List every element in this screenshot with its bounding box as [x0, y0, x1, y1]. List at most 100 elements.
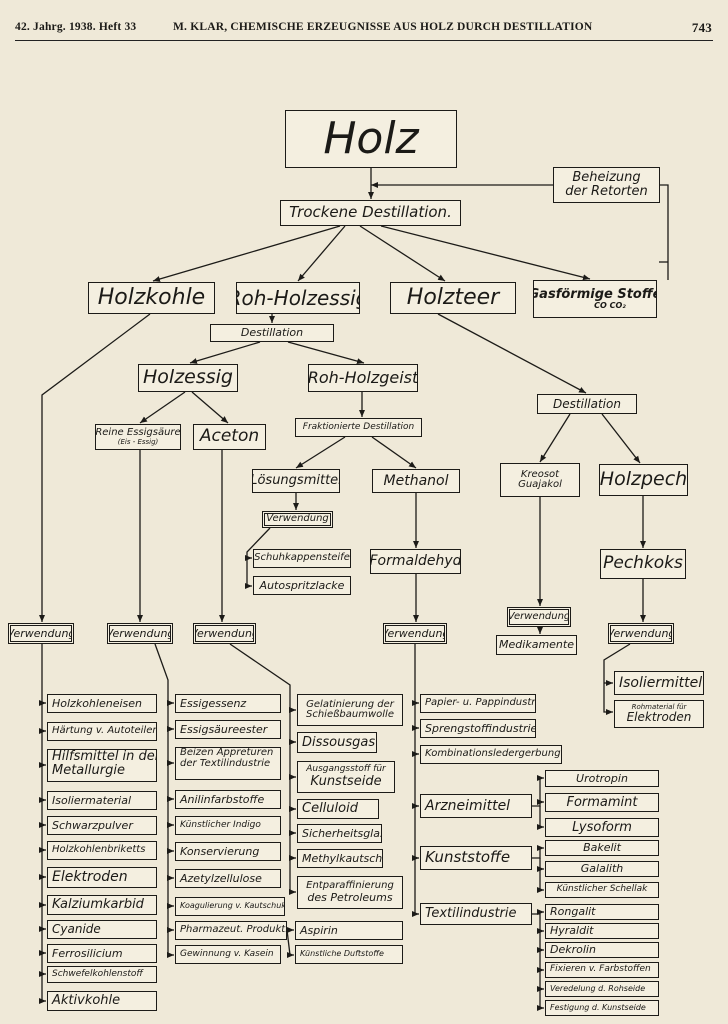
fraktionierte-destillation-box: Fraktionierte Destillation	[295, 418, 422, 437]
verwendung-essigsaeure-box: Verwendung	[107, 623, 173, 644]
holz-box: Holz	[285, 110, 457, 168]
connector-arrow	[359, 225, 446, 282]
textil-sub-item: Festigung d. Kunstseide	[545, 1000, 659, 1016]
essig-use-item: Anilinfarbstoffe	[175, 790, 281, 809]
holzkohle-use-item: Kalziumkarbid	[47, 895, 157, 915]
verwendung-kreosot-box: Verwendung	[507, 607, 571, 627]
aceton-use-item: Celluloid	[297, 799, 379, 819]
pechkoks-box: Pechkoks	[600, 549, 686, 579]
formaldehyd-use-item: Textilindustrie	[420, 903, 532, 925]
loesungsmittel-box: Lösungsmittel	[252, 469, 340, 493]
connector-arrow	[437, 313, 587, 394]
aceton-box: Aceton	[193, 424, 266, 450]
textil-sub-item: Fixieren v. Farbstoffen	[545, 962, 659, 978]
page-header: 42. Jahrg. 1938. Heft 33 M. KLAR, CHEMIS…	[0, 0, 728, 42]
connector-arrow	[537, 858, 544, 893]
kunststoffe-sub-item: Galalith	[545, 861, 659, 877]
connector-arrow	[189, 341, 261, 364]
arzneimittel-sub-item: Lysoform	[545, 818, 659, 837]
aceton-use-item: Dissousgas	[297, 732, 377, 753]
roh-holzgeist-box: Roh-Holzgeist	[308, 364, 418, 392]
holzteer-box: Holzteer	[390, 282, 516, 314]
connector-arrow	[537, 806, 544, 830]
essig-use-item: Konservierung	[175, 842, 281, 861]
duftstoffe-box: Künstliche Duftstoffe	[295, 945, 403, 964]
formaldehyd-use-item: Kunststoffe	[420, 846, 532, 870]
holzkohle-use-item: Elektroden	[47, 867, 157, 888]
verwendung-holzkohle-box: Verwendung	[8, 623, 74, 644]
aceton-use-item: Methylkautschuk	[297, 849, 383, 868]
essig-use-item: Gewinnung v. Kasein	[175, 945, 281, 964]
header-rule	[15, 40, 713, 41]
verwendung-pechkoks-box: Verwendung	[608, 623, 674, 644]
verwendung-aceton-box: Verwendung	[193, 623, 256, 644]
reine-essigsaeure-box: Reine Essigsäure(Eis - Essig)	[95, 424, 181, 450]
holzkohle-use-item: Aktivkohle	[47, 991, 157, 1011]
formaldehyd-use-item: Papier- u. Pappindustrie	[420, 694, 536, 713]
autospritzlacke-box: Autospritzlacke	[253, 576, 351, 595]
medikamente-box: Medikamente	[496, 635, 577, 655]
holzkohle-use-item: Härtung v. Autoteilen	[47, 722, 157, 741]
running-title: M. KLAR, CHEMISCHE ERZEUGNISSE AUS HOLZ …	[173, 21, 593, 33]
destillation-box-2: Destillation	[537, 394, 637, 414]
arzneimittel-sub-item: Formamint	[545, 793, 659, 812]
kunststoffe-sub-item: Künstlicher Schellak	[545, 882, 659, 898]
connector-arrow	[295, 436, 346, 469]
connector-arrow	[601, 413, 641, 464]
holzkohle-use-item: Holzkohleneisen	[47, 694, 157, 713]
textil-sub-item: Rongalit	[545, 904, 659, 920]
formaldehyd-box: Formaldehyd	[370, 549, 461, 574]
trockene-destillation-box: Trockene Destillation.	[280, 200, 461, 226]
connector-arrow	[532, 775, 544, 807]
destillation-box-1: Destillation	[210, 324, 334, 342]
holzpech-box: Holzpech	[599, 464, 688, 496]
aspirin-box: Aspirin	[295, 921, 403, 940]
connector-arrow	[152, 225, 341, 282]
formaldehyd-use-item: Kombinationsledergerbung	[420, 745, 562, 764]
holzkohle-use-item: Cyanide	[47, 920, 157, 939]
roh-holzessig-box: Roh-Holzessig	[236, 282, 360, 314]
connector-line	[659, 184, 669, 280]
connector-arrow	[139, 391, 186, 424]
essig-use-item: Koagulierung v. Kautschuk	[175, 897, 285, 916]
kunststoffe-sub-item: Bakelit	[545, 840, 659, 856]
essig-use-item: Essigsäureester	[175, 720, 281, 739]
isoliermittel-box: Isoliermittel	[614, 671, 704, 695]
connector-line	[229, 643, 291, 892]
schuhkappensteife-box: Schuhkappensteife	[253, 549, 351, 568]
essig-use-item: Pharmazeut. Produkt.	[175, 921, 287, 940]
essig-use-item: Essigessenz	[175, 694, 281, 713]
connector-arrow	[286, 929, 294, 958]
holzessig-box: Holzessig	[138, 364, 238, 392]
formaldehyd-use-item: Arzneimittel	[420, 794, 532, 818]
connector-line	[154, 643, 169, 955]
holzkohle-use-item: Isoliermaterial	[47, 791, 157, 810]
connector-arrow	[39, 313, 151, 622]
formaldehyd-use-item: Sprengstoffindustrie	[420, 719, 536, 738]
textil-sub-item: Veredelung d. Rohseide	[545, 981, 659, 997]
connector-arrow	[380, 225, 591, 281]
holzkohle-box: Holzkohle	[88, 282, 215, 314]
holzkohle-use-item: Schwefelkohlenstoff	[47, 966, 157, 983]
essig-use-item: Künstlicher Indigo	[175, 816, 281, 835]
holzkohle-use-item: Holzkohlenbriketts	[47, 841, 157, 860]
methanol-box: Methanol	[372, 469, 460, 493]
verwendung-loesungsmittel-box: Verwendung	[262, 511, 333, 528]
journal-issue: 42. Jahrg. 1938. Heft 33	[15, 21, 137, 33]
arzneimittel-sub-item: Urotropin	[545, 770, 659, 787]
essig-use-item: Azetylzellulose	[175, 869, 281, 888]
connector-arrow	[297, 225, 346, 282]
connector-arrow	[532, 845, 544, 859]
textil-sub-item: Hyraldit	[545, 923, 659, 939]
holzkohle-use-item: Schwarzpulver	[47, 816, 157, 835]
